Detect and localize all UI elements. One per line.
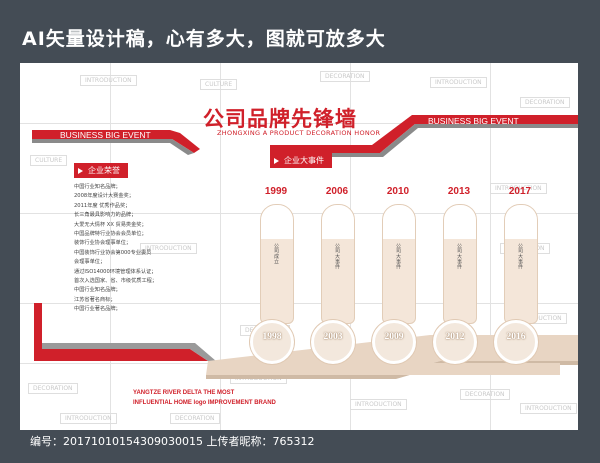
board-subtitle: ZHONGXING A PRODUCT DECORATION HONOR (217, 129, 381, 137)
timeline-stamp: 1998 (262, 332, 282, 342)
timeline-text: 公司大事件 (517, 243, 523, 270)
timeline-circle (433, 320, 477, 364)
honor-item: 通过ISO14000环境管理体系认证； (74, 268, 157, 275)
brand-tagline-line-2: INFLUENTIAL HOME logo IMPROVEMENT BRAND (133, 400, 276, 406)
design-board: INTRODUCTION CULTURE DECORATION INTRODUC… (20, 63, 578, 430)
timeline-circle (494, 320, 538, 364)
honor-item: 首次入选国家、省、市级优质工程； (74, 278, 158, 285)
honor-item: 中国品牌特行业协会会员单位； (74, 231, 147, 238)
brand-tagline: YANGTZE RIVER DELTA THE MOST INFLUENTIAL… (133, 388, 276, 408)
honor-item: 中国行业著名品牌； (74, 306, 121, 313)
timeline-stamp: 2003 (323, 332, 343, 342)
honor-item: 2008年度设计大赛金奖； (74, 193, 134, 200)
honor-list: 中国行业知名品牌； 2008年度设计大赛金奖； 2011年度 优秀作品奖； 长三… (74, 183, 157, 315)
honor-item: 装饰行业协会理事单位； (74, 240, 132, 247)
honor-item: 会理事单位； (74, 259, 106, 266)
banner-left-text: BUSINESS BIG EVENT (60, 130, 151, 140)
timeline-text: 公司成立 (273, 243, 279, 265)
timeline-year: 2013 (447, 186, 471, 197)
honor-item: 2011年度 优秀作品奖； (74, 202, 131, 209)
honor-item: 中国装饰行业协会第000专业委员 (74, 249, 152, 256)
header-title: AI矢量设计稿，心有多大，图就可放多大 (22, 28, 386, 50)
honor-item: 中国行业知名品牌； (74, 287, 121, 294)
timeline-pill: 公司大事件 (443, 204, 477, 324)
timeline-stamp: 2012 (445, 332, 465, 342)
footer-info: 编号：20171010154309030015 上传者昵称：765312 (30, 435, 315, 448)
timeline-circle (372, 320, 416, 364)
timeline-pill: 公司大事件 (321, 204, 355, 324)
timeline-year: 2017 (508, 186, 532, 197)
brand-tagline-line-1: YANGTZE RIVER DELTA THE MOST (133, 390, 235, 396)
honor-item: 长三角最具影响力的品牌； (74, 212, 137, 219)
timeline-year: 2006 (325, 186, 349, 197)
timeline-text: 公司大事件 (334, 243, 340, 270)
timeline-stamp: 2016 (506, 332, 526, 342)
honor-item: 大爱无大情杯 XX 贸易类金奖； (74, 221, 147, 228)
timeline-pill: 公司大事件 (504, 204, 538, 324)
tag-honor: 企业荣誉 (74, 163, 128, 178)
banner-right-text: BUSINESS BIG EVENT (428, 116, 519, 126)
timeline-text: 公司大事件 (395, 243, 401, 270)
timeline-pill: 公司大事件 (382, 204, 416, 324)
timeline-circle (250, 320, 294, 364)
tag-events: 企业大事件 (270, 153, 332, 168)
timeline-pill: 公司成立 (260, 204, 294, 324)
timeline-text: 公司大事件 (456, 243, 462, 270)
honor-item: 中国行业知名品牌； (74, 184, 121, 190)
timeline-circle (311, 320, 355, 364)
honor-item: 江苏省著名商标； (74, 296, 116, 303)
timeline-stamp: 2009 (384, 332, 404, 342)
board-title: 公司品牌先锋墙 (203, 106, 357, 131)
timeline-year: 1999 (264, 186, 288, 197)
timeline-year: 2010 (386, 186, 410, 197)
